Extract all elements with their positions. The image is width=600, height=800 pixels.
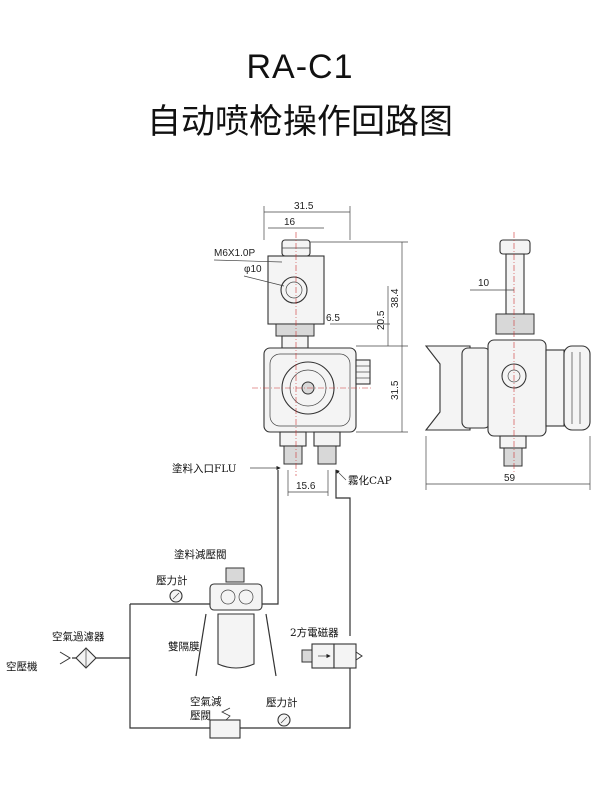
dim-offset: 6.5: [326, 313, 340, 324]
dim-height-body: 31.5: [390, 380, 401, 400]
air-regulator: 空氣減 壓閥: [190, 695, 241, 739]
dim-top-width: 31.5: [294, 201, 314, 212]
dim-head-width: 16: [284, 217, 296, 228]
gun-side-view: [424, 232, 591, 474]
compressor-symbol: 空壓機: [6, 651, 71, 673]
dim-port-spacing: 15.6: [296, 481, 316, 492]
gun-front-view: [252, 232, 372, 476]
side-dimensions: 10 59: [425, 278, 591, 490]
label-air-regulator-2: 壓閥: [190, 710, 211, 722]
pressure-gauge-2: 壓力計: [266, 696, 298, 727]
model-title: RA-C1: [246, 48, 354, 86]
port-labels: 塗料入口FLU 霧化CAP: [172, 462, 392, 487]
dim-thread: M6X1.0P: [214, 248, 255, 259]
label-solenoid: 2方電磁器: [290, 626, 339, 639]
paint-regulator: 塗料減壓閥: [174, 548, 263, 611]
dim-height-upper: 20.5: [376, 310, 387, 330]
pressure-gauge-1: 壓力計: [156, 574, 188, 603]
diaphragm-pump: 雙隔膜: [168, 613, 277, 677]
label-air-regulator-1: 空氣減: [190, 695, 222, 708]
label-air-filter: 空氣過濾器: [52, 630, 105, 643]
diagram-subtitle: 自动喷枪操作回路图: [147, 102, 453, 142]
label-compressor: 空壓機: [6, 660, 38, 673]
dim-side-offset: 10: [478, 278, 490, 289]
solenoid-valve: 2方電磁器: [290, 626, 363, 669]
dim-height-total: 38.4: [390, 288, 401, 308]
label-diaphragm: 雙隔膜: [168, 640, 200, 653]
label-atomize-air: 霧化CAP: [348, 474, 392, 487]
label-pressure-gauge-2: 壓力計: [266, 696, 298, 709]
dim-side-width: 59: [504, 473, 516, 484]
label-paint-regulator: 塗料減壓閥: [174, 548, 227, 561]
label-pressure-gauge-1: 壓力計: [156, 574, 188, 587]
front-dimensions: 31.5 16 M6X1.0P φ10 6.5 20.5 38.4 31.5 1…: [213, 201, 408, 496]
label-paint-inlet: 塗料入口FLU: [172, 462, 237, 475]
circuit-pipes: [72, 470, 351, 729]
dim-hole: φ10: [244, 264, 262, 275]
hole-circle: [280, 276, 308, 304]
air-filter-symbol: 空氣過濾器: [52, 630, 105, 669]
